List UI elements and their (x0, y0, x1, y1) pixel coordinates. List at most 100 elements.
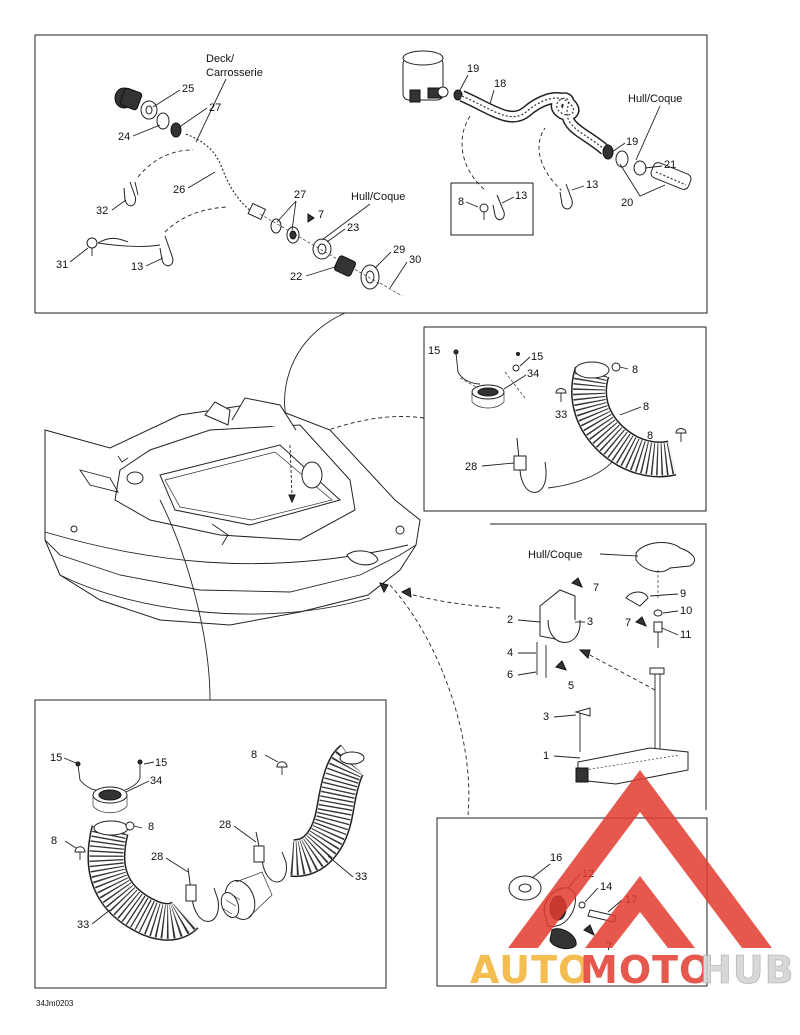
automotohub-watermark: AUTO MOTO HUB (470, 770, 795, 992)
watermark-moto: MOTO (580, 948, 712, 992)
callout: 20 (621, 197, 633, 209)
hull-patch (635, 542, 695, 600)
callout: 10 (680, 605, 692, 617)
hull-label-b: Hull/Coque (628, 93, 682, 105)
arrow-clamp-right (538, 127, 569, 197)
callout: 30 (409, 254, 421, 266)
clamp-28 (513, 437, 547, 493)
clamp-28-left (185, 867, 219, 922)
callout: 8 (647, 430, 653, 442)
top-panel (34, 34, 708, 314)
leader-20 (619, 163, 666, 197)
callout: 3 (543, 711, 549, 723)
screw-8-b (555, 388, 567, 402)
callout: 21 (664, 159, 676, 171)
callout: 28 (465, 461, 477, 473)
callout: 13 (131, 261, 143, 273)
screw-8-c (675, 428, 687, 442)
callout: 15 (50, 752, 62, 764)
arrow-clamp-left (461, 115, 485, 190)
duct-33-left (87, 820, 199, 941)
callout: 3 (587, 616, 593, 628)
callout: 28 (219, 819, 231, 831)
bottom-left-frame (34, 699, 387, 989)
arrow-32-hose (137, 149, 194, 178)
callout: 14 (600, 881, 612, 893)
bottom-right-frame (436, 817, 708, 987)
arrow-boat-to-bottom-right (389, 584, 470, 816)
callout: 15 (531, 351, 543, 363)
drawing-code: 34Jm0203 (36, 999, 74, 1008)
elbow-9 (625, 591, 649, 607)
arrow-right-to-boat (401, 591, 501, 609)
callout: 31 (56, 259, 68, 271)
right-panel-frame (490, 523, 707, 810)
callout: 4 (507, 647, 513, 659)
watermark-auto: AUTO (470, 948, 591, 992)
callout: 8 (458, 196, 464, 208)
watermark-triangle-outer (508, 770, 772, 948)
callout: 25 (182, 83, 194, 95)
deck-label-2: Carrosserie (206, 67, 263, 79)
callout: 7 (318, 209, 324, 221)
callout: 18 (494, 78, 506, 90)
bottom-left-callouts: 15 15 34 8 8 8 28 28 33 33 (50, 749, 367, 931)
callout: 34 (150, 775, 162, 787)
middle-panel (423, 326, 707, 512)
callout: 8 (51, 835, 57, 847)
flex-connector (220, 871, 273, 920)
screw-8-a (611, 362, 629, 372)
leader-boat-to-bottom-left (159, 499, 211, 701)
bolts (536, 577, 583, 678)
callout: 23 (347, 222, 359, 234)
callout: 1 (543, 750, 549, 762)
watermark-triangle-inner (585, 876, 695, 948)
callout: 9 (680, 588, 686, 600)
vent-cap-34-b (75, 759, 143, 814)
duct-33 (571, 361, 677, 478)
duct-33-right (290, 744, 365, 878)
callout: 33 (355, 871, 367, 883)
hose-clamp-32 (123, 181, 139, 207)
callout: 24 (118, 131, 130, 143)
callout: 27 (209, 102, 221, 114)
top-panel-frame (34, 34, 708, 314)
watermark-hub: HUB (700, 948, 795, 992)
callout: 13 (515, 190, 527, 202)
bracket-2 (539, 589, 581, 643)
callout: 8 (643, 401, 649, 413)
callout: 8 (251, 749, 257, 761)
right-panel (490, 523, 707, 810)
callout: 19 (467, 63, 479, 75)
hull-drain-fitting-assembly (259, 213, 403, 297)
callout: 28 (151, 851, 163, 863)
callout: 29 (393, 244, 405, 256)
screw-31 (86, 237, 98, 256)
callout: 33 (77, 919, 89, 931)
hull-label-a: Hull/Coque (351, 191, 405, 203)
inset-clamp-screw (450, 182, 534, 236)
leader-31-b (97, 242, 161, 247)
fitting-11 (653, 609, 663, 648)
callout: 11 (680, 629, 691, 641)
screws-8 (74, 761, 288, 860)
callout: 5 (568, 680, 574, 692)
watercraft-body (44, 397, 421, 626)
callout: 6 (507, 669, 513, 681)
callout: 15 (155, 757, 167, 769)
callout: 2 (507, 614, 513, 626)
top-callouts: Deck/ Carrosserie 25 27 24 26 32 13 31 2… (56, 53, 682, 289)
callout: 8 (632, 364, 638, 376)
leader-28-duct (547, 461, 613, 489)
callout: 27 (294, 189, 306, 201)
bilge-pump (402, 50, 692, 190)
vent-tie-15 (453, 349, 481, 385)
arrow-13-hose (164, 206, 229, 233)
deck-label: Deck/ (206, 53, 235, 65)
callout: 13 (586, 179, 598, 191)
callout: 15 (428, 345, 440, 357)
callout: 8 (148, 821, 154, 833)
intake-grate-1 (574, 667, 689, 785)
middle-callouts: 15 15 34 8 33 8 28 8 (428, 345, 653, 473)
